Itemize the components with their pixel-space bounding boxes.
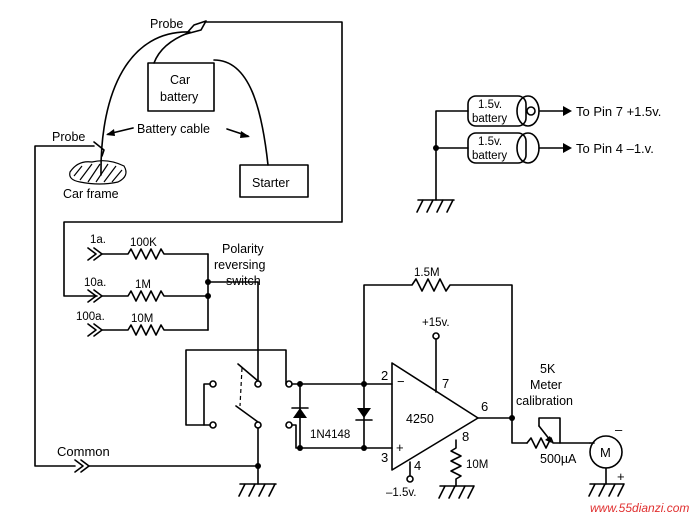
battery-section — [416, 95, 572, 213]
label-5k: 5K — [540, 362, 556, 376]
label-500ua: 500µA — [540, 452, 577, 466]
main-ground — [238, 483, 277, 497]
label-plus-input: + — [396, 440, 404, 455]
label-polarity-1: Polarity — [222, 242, 264, 256]
label-car-battery-2: battery — [160, 90, 199, 104]
label-battery2-1: 1.5v. — [478, 136, 502, 148]
car-frame-symbol — [69, 160, 127, 185]
label-10m-left: 10M — [131, 313, 153, 325]
pot-wiper-lead — [538, 417, 561, 444]
terminal-1a — [87, 247, 103, 261]
top-probe-clip — [185, 20, 207, 35]
label-car-battery-1: Car — [170, 73, 190, 87]
opamp-output — [477, 417, 528, 444]
battery-cable-right — [213, 59, 269, 166]
resistor-10m-right — [450, 439, 462, 487]
switch-frame — [185, 281, 287, 426]
label-minus15: –1.5v. — [386, 487, 416, 499]
label-polarity-2: reversing — [214, 258, 265, 272]
common-line — [88, 465, 259, 485]
label-starter: Starter — [252, 176, 290, 190]
label-minus-input: − — [397, 374, 405, 389]
label-meter-m: M — [600, 445, 611, 460]
label-10m-right: 10M — [466, 459, 488, 471]
feedback-resistor — [363, 278, 513, 419]
resistor-100k — [101, 248, 209, 260]
label-100k: 100K — [130, 237, 157, 249]
polarity-switch — [185, 281, 293, 467]
starter-box — [239, 164, 309, 198]
label-10a: 10a. — [84, 277, 106, 289]
meter-ground — [588, 483, 625, 497]
label-meter: Meter — [530, 378, 562, 392]
label-pin4: 4 — [414, 458, 421, 473]
label-pin6: 6 — [481, 399, 488, 414]
label-pin7: 7 — [442, 376, 449, 391]
label-to-pin7: To Pin 7 +1.5v. — [576, 104, 661, 119]
common-section — [74, 459, 277, 497]
label-battery2-2: battery — [472, 150, 507, 162]
battery-ground — [416, 199, 455, 213]
label-battery1-1: 1.5v. — [478, 99, 502, 111]
label-to-pin4: To Pin 4 –1.v. — [576, 141, 654, 156]
label-1-5m: 1.5M — [414, 267, 440, 279]
switch-blade-2 — [235, 405, 259, 423]
battery-wires — [435, 110, 469, 201]
ground-10m — [438, 485, 475, 499]
switch-blade-1 — [237, 363, 259, 382]
label-meter-minus: – — [615, 422, 623, 437]
calibration-pot — [526, 437, 591, 449]
resistor-10m-left — [101, 324, 209, 336]
resistor-1m — [101, 290, 209, 302]
label-meter-plus: + — [617, 469, 625, 484]
watermark: www.55dianzi.com — [590, 501, 689, 515]
label-calibration: calibration — [516, 394, 573, 408]
car-section — [34, 20, 343, 467]
label-polarity-3: switch — [226, 274, 261, 288]
common-wire — [34, 145, 95, 467]
wire-noninverting — [291, 424, 393, 449]
label-pin8: 8 — [462, 429, 469, 444]
label-1n4148: 1N4148 — [310, 429, 350, 441]
label-battery1-2: battery — [472, 113, 507, 125]
battery-cable-right-inner — [153, 32, 189, 64]
left-probe-clip — [93, 141, 105, 157]
label-car-frame: Car frame — [63, 187, 119, 201]
range-bus — [207, 253, 259, 331]
range-resistors — [87, 247, 259, 337]
car-battery-box — [147, 62, 215, 112]
label-pin3: 3 — [381, 450, 388, 465]
amplifier-section — [291, 278, 528, 499]
diode-1 — [293, 408, 307, 418]
label-common: Common — [57, 444, 110, 459]
diode-2 — [357, 408, 371, 418]
meter-section — [526, 417, 625, 497]
common-terminal — [74, 459, 90, 473]
probe-wire — [63, 21, 343, 297]
label-opamp: 4250 — [406, 412, 434, 426]
opamp-4250 — [391, 362, 479, 471]
terminal-100a — [87, 323, 103, 337]
switch-link — [239, 367, 243, 407]
label-probe-left: Probe — [52, 130, 85, 144]
label-plus15: +15v. — [422, 317, 450, 329]
battery-cable-left — [100, 31, 191, 176]
label-battery-cable: Battery cable — [137, 122, 210, 136]
label-100a: 100a. — [76, 311, 105, 323]
label-1m: 1M — [135, 279, 151, 291]
label-1a: 1a. — [90, 234, 106, 246]
label-probe-top: Probe — [150, 17, 183, 31]
switch-left-leg — [203, 383, 211, 426]
label-pin2: 2 — [381, 368, 388, 383]
